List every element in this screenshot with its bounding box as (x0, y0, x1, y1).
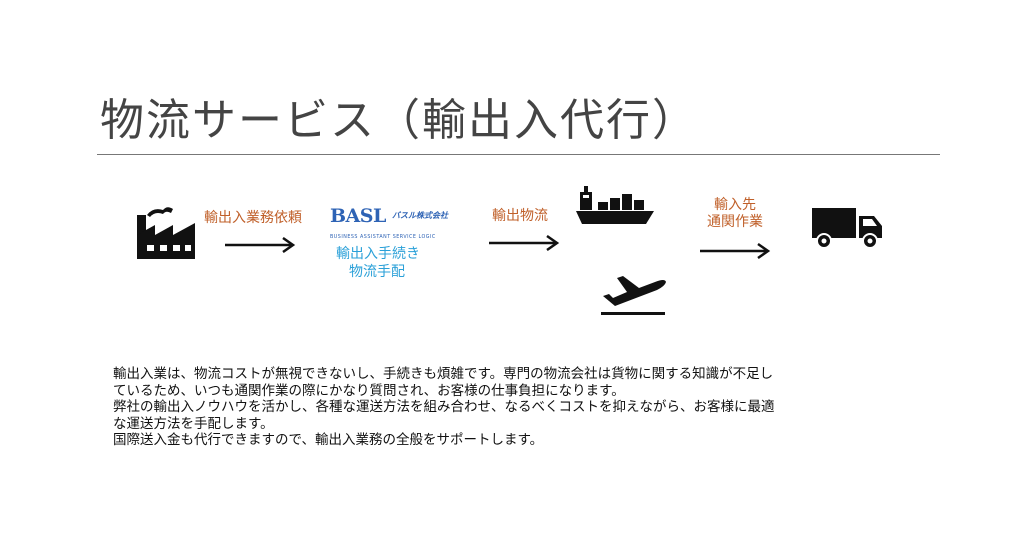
company-logo-main: BASL (330, 205, 386, 227)
arrow-right-icon (489, 235, 560, 251)
step-label-request: 輸出入業務依頼 (204, 210, 302, 226)
arrow-right-icon (700, 243, 771, 259)
page-title: 物流サービス（輸出入代行） (100, 95, 698, 146)
factory-icon (137, 207, 195, 259)
logistics-flow-diagram: 輸出入業務依頼 BASL バスル株式会社 BUSINESS ASSISTANT … (137, 186, 882, 315)
description-line: 国際送入金も代行できますので、輸出入業務の全般をサポートします。 (113, 432, 544, 448)
airplane-icon (601, 276, 666, 315)
step-label-import-destination: 輸入先 (714, 197, 756, 213)
step-label-import-customs: 輸入先 通関作業 (702, 197, 768, 231)
service-description: 輸出入業は、物流コストが無視できないし、手続きも煩雑です。専門の物流会社は貨物に… (113, 366, 933, 449)
truck-icon (812, 208, 882, 249)
description-line: ているため、いつも通関作業の際にかなり質問され、お客様の仕事負担になります。 (113, 382, 625, 399)
description-line: 輸出入業は、物流コストが無視できないし、手続きも煩雑です。専門の物流会社は貨物に… (113, 366, 774, 382)
title-divider (97, 154, 940, 155)
company-note-arrangement: 物流手配 (349, 264, 405, 280)
description-line: 弊社の輸出入ノウハウを活かし、各種な運送方法を組み合わせ、なるべくコストを抑えな… (113, 399, 775, 415)
step-label-customs-work: 通関作業 (707, 214, 763, 230)
description-line: な運送方法を手配します。 (113, 415, 274, 432)
ship-icon (576, 186, 654, 224)
step-label-export-logistics: 輸出物流 (492, 208, 548, 224)
company-logo-tagline: BUSINESS ASSISTANT SERVICE LOGIC (330, 235, 436, 240)
company-logo: BASL バスル株式会社 BUSINESS ASSISTANT SERVICE … (330, 205, 462, 245)
company-logo-sub: バスル株式会社 (392, 211, 448, 220)
company-note-procedures: 輸出入手続き (336, 246, 420, 262)
arrow-right-icon (225, 237, 296, 253)
